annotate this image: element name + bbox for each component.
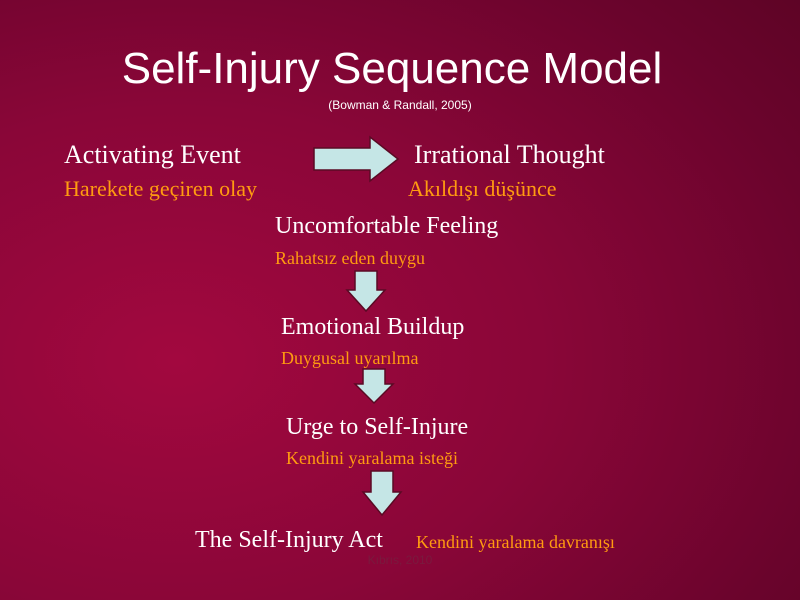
step-urge-en: Urge to Self-Injure xyxy=(286,414,469,440)
citation: (Bowman & Randall, 2005) xyxy=(328,98,472,112)
step-emotional-buildup-tr: Duygusal uyarılma xyxy=(281,348,419,368)
step-uncomfortable-feeling-tr: Rahatsız eden duygu xyxy=(275,248,425,268)
arrow-down-icon xyxy=(345,270,387,313)
arrow-right-icon xyxy=(313,135,400,183)
step-self-injury-act-en: The Self-Injury Act xyxy=(195,527,383,553)
step-activating-event-en: Activating Event xyxy=(64,140,241,169)
arrow-down-icon xyxy=(353,368,395,405)
slide-title: Self-Injury Sequence Model xyxy=(121,44,663,93)
step-uncomfortable-feeling-en: Uncomfortable Feeling xyxy=(275,213,499,239)
step-irrational-thought-tr: Akıldışı düşünce xyxy=(408,176,557,201)
arrow-down-icon xyxy=(361,470,403,517)
step-emotional-buildup-en: Emotional Buildup xyxy=(281,314,465,340)
step-irrational-thought-en: Irrational Thought xyxy=(414,140,605,169)
footer-text: Kıbrıs, 2010 xyxy=(367,553,433,567)
step-self-injury-act-tr: Kendini yaralama davranışı xyxy=(416,532,615,552)
step-activating-event-tr: Harekete geçiren olay xyxy=(64,176,257,201)
step-urge-tr: Kendini yaralama isteği xyxy=(286,448,458,468)
